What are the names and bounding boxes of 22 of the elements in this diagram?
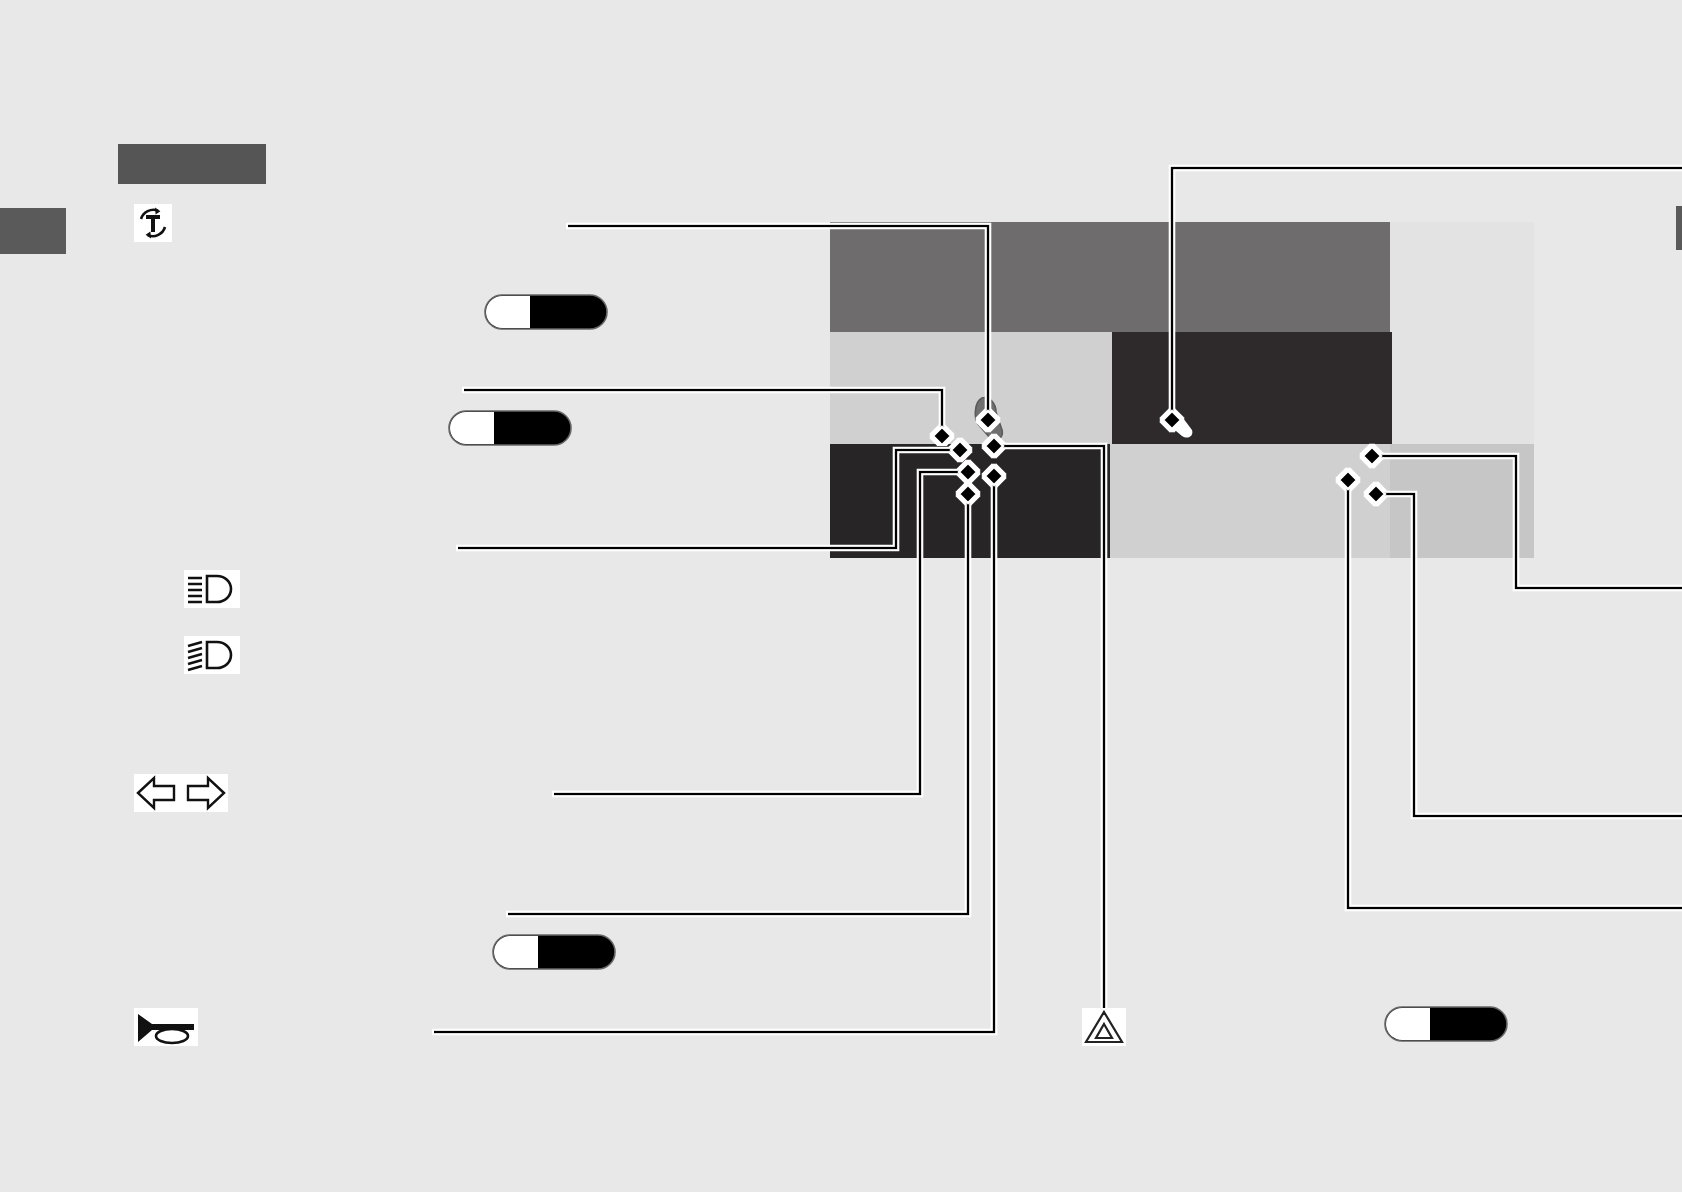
leader-line xyxy=(434,465,1005,1034)
image-region xyxy=(830,332,1112,444)
image-region xyxy=(1112,332,1392,444)
leader-line xyxy=(508,483,979,916)
heading-bar xyxy=(118,144,266,184)
leader-line xyxy=(1395,425,1682,447)
leader-line xyxy=(554,461,979,796)
image-region xyxy=(1110,444,1390,558)
leader-line xyxy=(464,388,953,447)
image-region xyxy=(830,444,1110,558)
leader-line xyxy=(983,435,1106,1008)
leader-line xyxy=(568,224,999,431)
image-region xyxy=(1390,444,1534,558)
leader-line xyxy=(1161,166,1682,431)
leader-line xyxy=(1361,445,1682,590)
finger-icon xyxy=(972,396,1004,442)
image-region xyxy=(830,222,1390,332)
leader-line xyxy=(1365,483,1682,818)
leader-line xyxy=(458,439,971,550)
hazard-icon xyxy=(1082,1008,1126,1046)
image-region xyxy=(1390,222,1534,444)
leader-line xyxy=(1337,469,1682,910)
